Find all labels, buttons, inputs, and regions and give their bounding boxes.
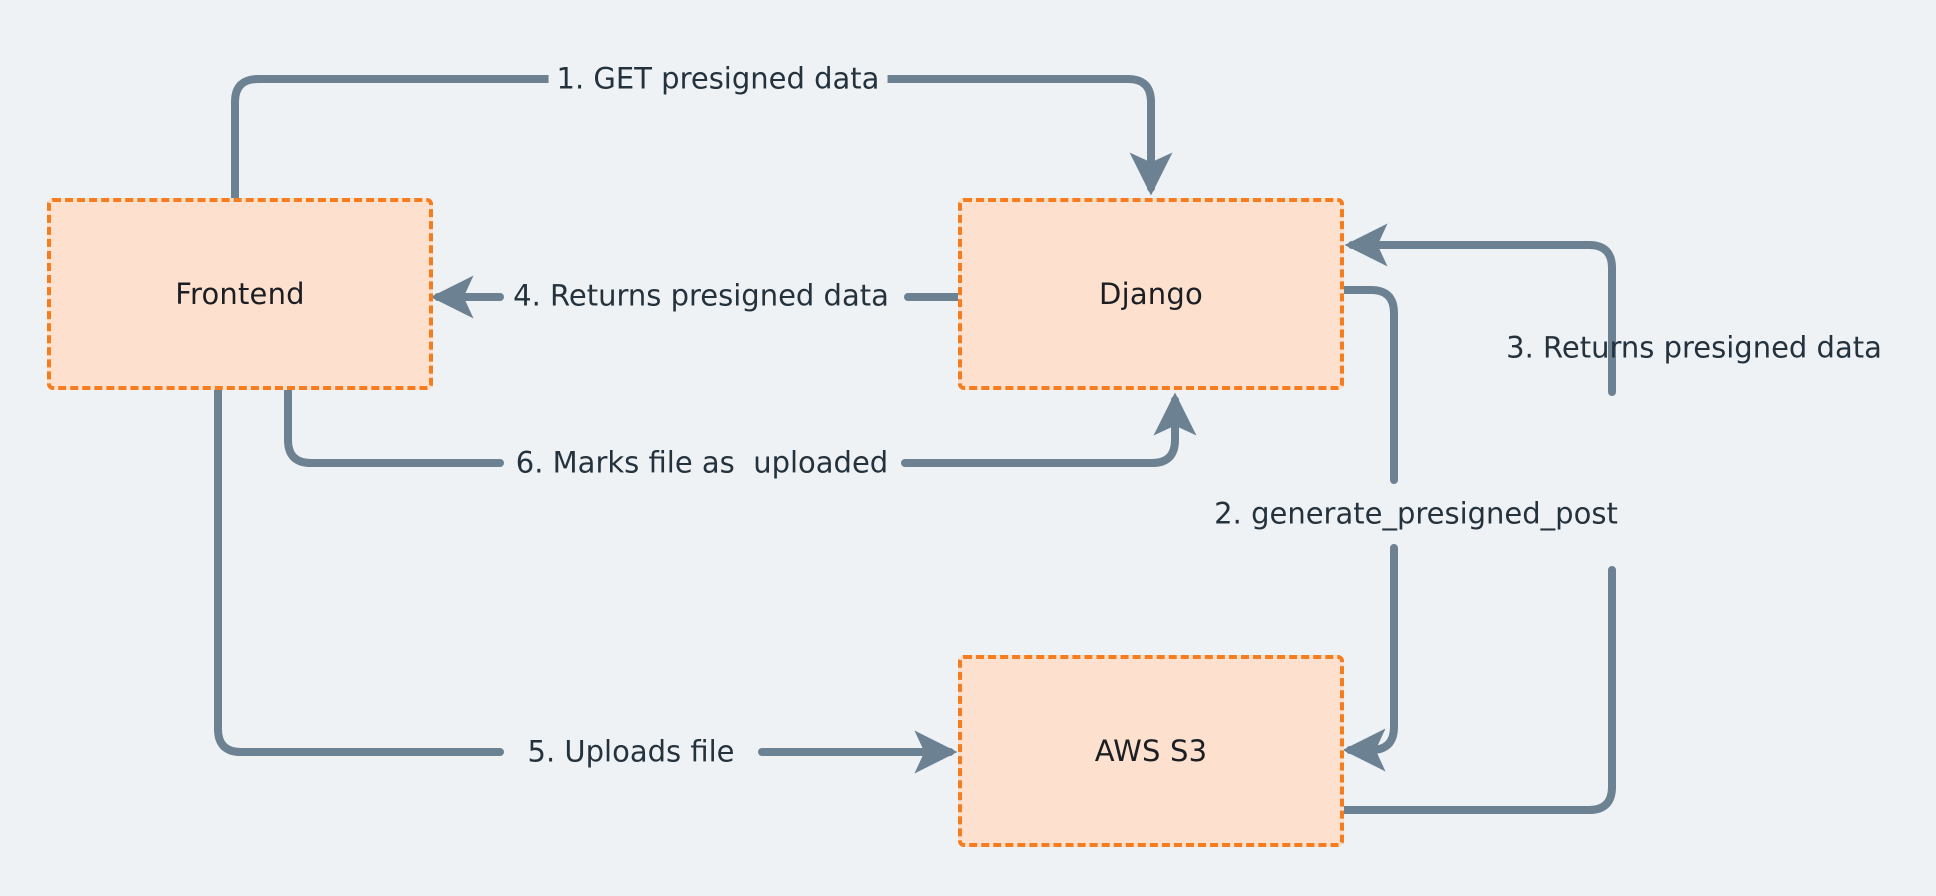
- edge-path-1b: [836, 75, 1173, 196]
- edge-path-3: [1339, 566, 1616, 814]
- edge-path-6: [284, 386, 504, 467]
- edge-path-2: [1339, 286, 1398, 484]
- node-frontend-label: Frontend: [175, 277, 305, 311]
- node-frontend[interactable]: Frontend: [47, 198, 433, 390]
- node-aws-s3[interactable]: AWS S3: [958, 655, 1344, 847]
- edge-label-4: 4. Returns presigned data: [505, 278, 897, 314]
- edge-path-3b: [1344, 223, 1616, 396]
- edge-path-1: [231, 75, 604, 202]
- edge-label-5: 5. Uploads file: [519, 734, 743, 770]
- node-django[interactable]: Django: [958, 198, 1344, 390]
- edge-path-2b: [1342, 544, 1398, 772]
- node-aws-s3-label: AWS S3: [1094, 734, 1208, 768]
- edge-label-2: 2. generate_presigned_post: [1214, 496, 1618, 531]
- edge-label-6: 6. Marks file as uploaded: [507, 445, 897, 481]
- edge-label-3: 3. Returns presigned data: [1506, 330, 1882, 365]
- edge-label-1: 1. GET presigned data: [548, 61, 888, 97]
- edge-path-5: [214, 386, 504, 756]
- edge-path-6b: [901, 392, 1197, 467]
- node-django-label: Django: [1099, 277, 1203, 311]
